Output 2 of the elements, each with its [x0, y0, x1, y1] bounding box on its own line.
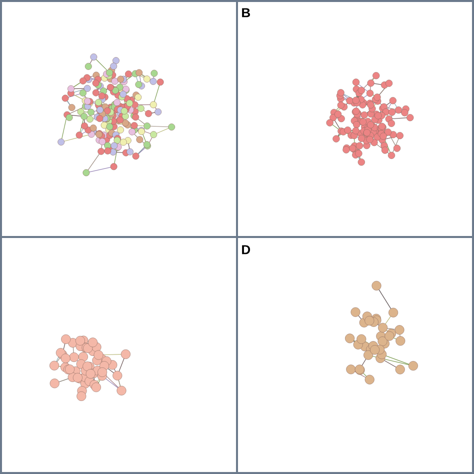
panel-letter: D [242, 245, 250, 254]
panel-letter: B [242, 8, 250, 18]
